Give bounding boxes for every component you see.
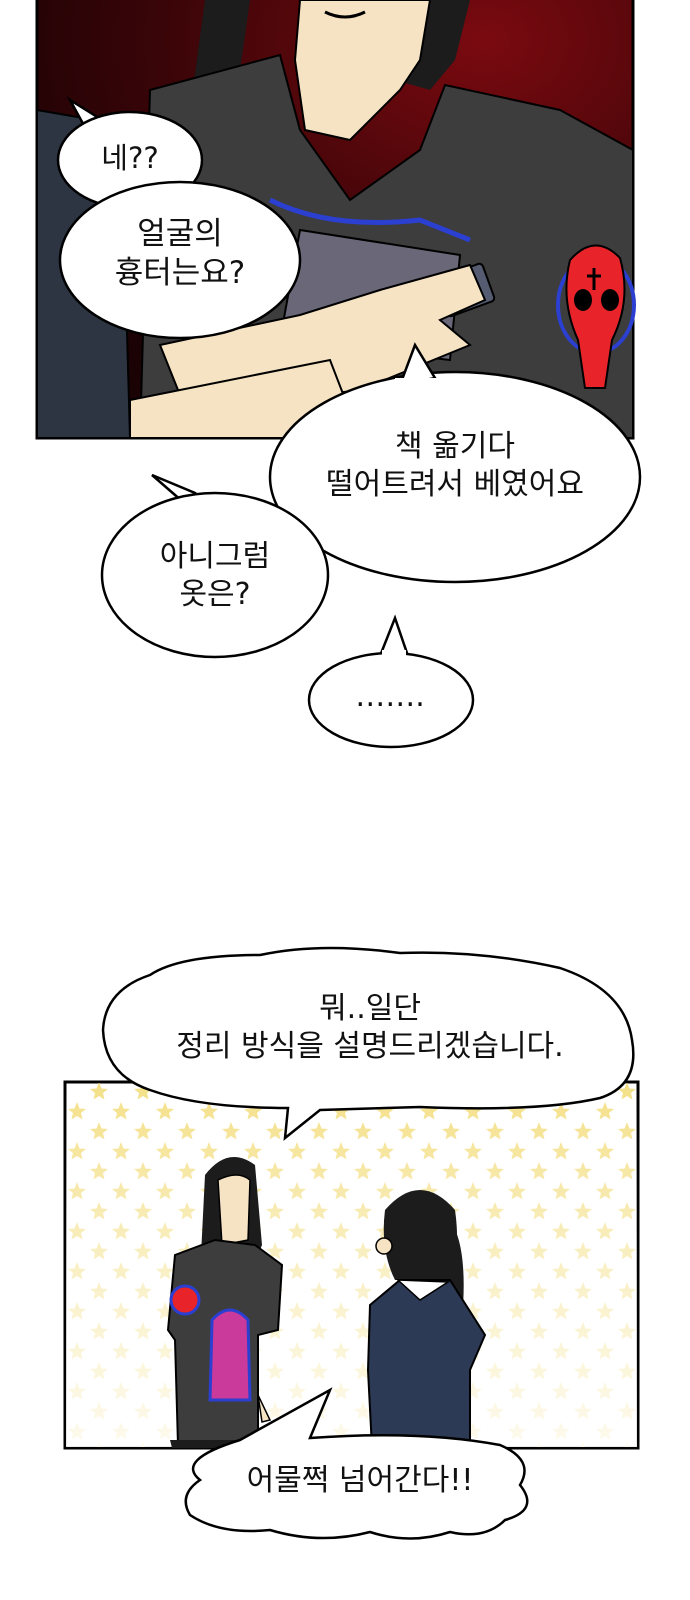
shirt-print	[268, 197, 471, 243]
speech-silence: …….	[355, 679, 425, 714]
bubble-book	[268, 342, 642, 584]
bubble-silence	[307, 614, 475, 749]
panel-1	[35, 0, 636, 440]
bubble-face-scar	[58, 180, 302, 340]
panel-2	[63, 1080, 640, 1450]
speech-face-scar: 얼굴의 흉터는요?	[114, 216, 246, 291]
bubble-explain	[101, 946, 635, 1141]
bubble-shout	[184, 1387, 529, 1540]
speech-shout: 어물쩍 넘어간다!!	[246, 1463, 474, 1498]
skull-print	[556, 244, 636, 389]
speech-explain: 뭐..일단 정리 방식을 설명드리겠습니다.	[176, 991, 564, 1064]
figure-tall	[166, 1157, 284, 1448]
speech-ne: 네??	[101, 141, 159, 175]
figure-short	[366, 1190, 487, 1449]
mouth	[324, 10, 366, 19]
speech-clothes: 아니그럼 옷은?	[159, 539, 271, 612]
neck	[293, 0, 432, 142]
speech-book-excuse: 책 옮기다 떨어트려서 베였어요	[326, 429, 584, 502]
bubble-clothes	[100, 473, 330, 659]
